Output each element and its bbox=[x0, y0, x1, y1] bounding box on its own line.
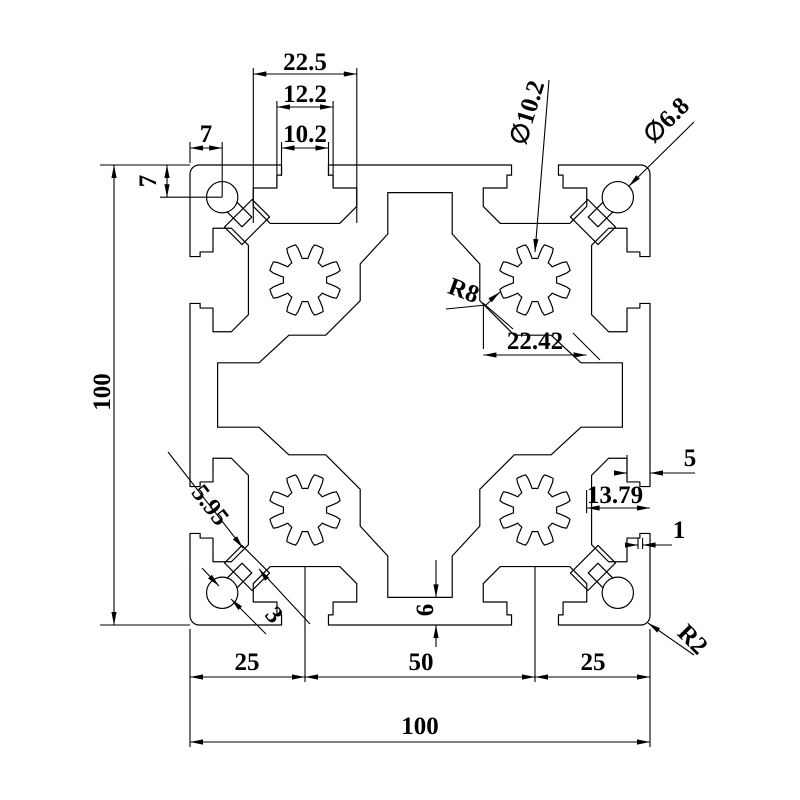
dimension-lines bbox=[100, 68, 695, 747]
corner-hole-bottom-left bbox=[205, 576, 239, 610]
dim-slot-cavity-width: 22.5 bbox=[283, 49, 327, 76]
corner-tab-bottom-left bbox=[226, 562, 253, 589]
dim-profile-width: 100 bbox=[401, 713, 439, 740]
dim-corner-web-width: 5.95 bbox=[186, 480, 234, 531]
dim-slot-step-width: 12.2 bbox=[283, 81, 327, 108]
dim-edge-wall: 5 bbox=[684, 445, 697, 472]
profile-section bbox=[189, 164, 651, 626]
dim-corner-hole-y: 7 bbox=[135, 175, 162, 188]
corner-channel-top-right bbox=[569, 198, 617, 246]
dim-pitch-right: 25 bbox=[581, 649, 606, 676]
dim-spline-radius: R8 bbox=[445, 273, 483, 309]
dim-pitch-left: 25 bbox=[235, 649, 260, 676]
corner-channels bbox=[223, 198, 617, 592]
spline-screw-holes bbox=[269, 244, 571, 546]
spline-hole-bottom-left bbox=[269, 474, 341, 546]
center-cross-cavity bbox=[217, 192, 623, 598]
corner-tab-top-left bbox=[226, 201, 253, 228]
spline-hole-bottom-right bbox=[499, 474, 571, 546]
dim-bottom-wall: 6 bbox=[412, 604, 439, 617]
spline-hole-top-left bbox=[269, 244, 341, 316]
dim-boss-width: 22.42 bbox=[507, 328, 563, 355]
dim-corner-hole-x: 7 bbox=[200, 121, 213, 148]
corner-tab-bottom-right bbox=[587, 562, 614, 589]
dim-slot-opening-width: 10.2 bbox=[283, 121, 327, 148]
corner-channel-bottom-right bbox=[569, 544, 617, 592]
corner-hole-top-right bbox=[601, 180, 635, 214]
dim-profile-height: 100 bbox=[89, 373, 116, 411]
corner-channel-top-left bbox=[223, 198, 271, 246]
profile-outline bbox=[189, 164, 651, 626]
corner-keyholes bbox=[205, 180, 635, 610]
dimension-labels: 22.5 12.2 10.2 7 7 100 ∅10.2 ∅6.8 R8 22.… bbox=[89, 49, 713, 740]
corner-channel-bottom-left bbox=[223, 544, 271, 592]
dim-slot-bottom-edge: 13.79 bbox=[587, 482, 643, 509]
dim-lip-step: 1 bbox=[673, 517, 686, 544]
spline-hole-top-right bbox=[499, 244, 571, 316]
corner-hole-bottom-right bbox=[601, 576, 635, 610]
dim-spline-hole-diameter: ∅10.2 bbox=[505, 78, 550, 149]
corner-tab-top-right bbox=[587, 201, 614, 228]
dim-corner-hole-diameter: ∅6.8 bbox=[638, 92, 695, 149]
dim-corner-radius: R2 bbox=[672, 619, 713, 660]
dim-pitch-center: 50 bbox=[409, 649, 434, 676]
